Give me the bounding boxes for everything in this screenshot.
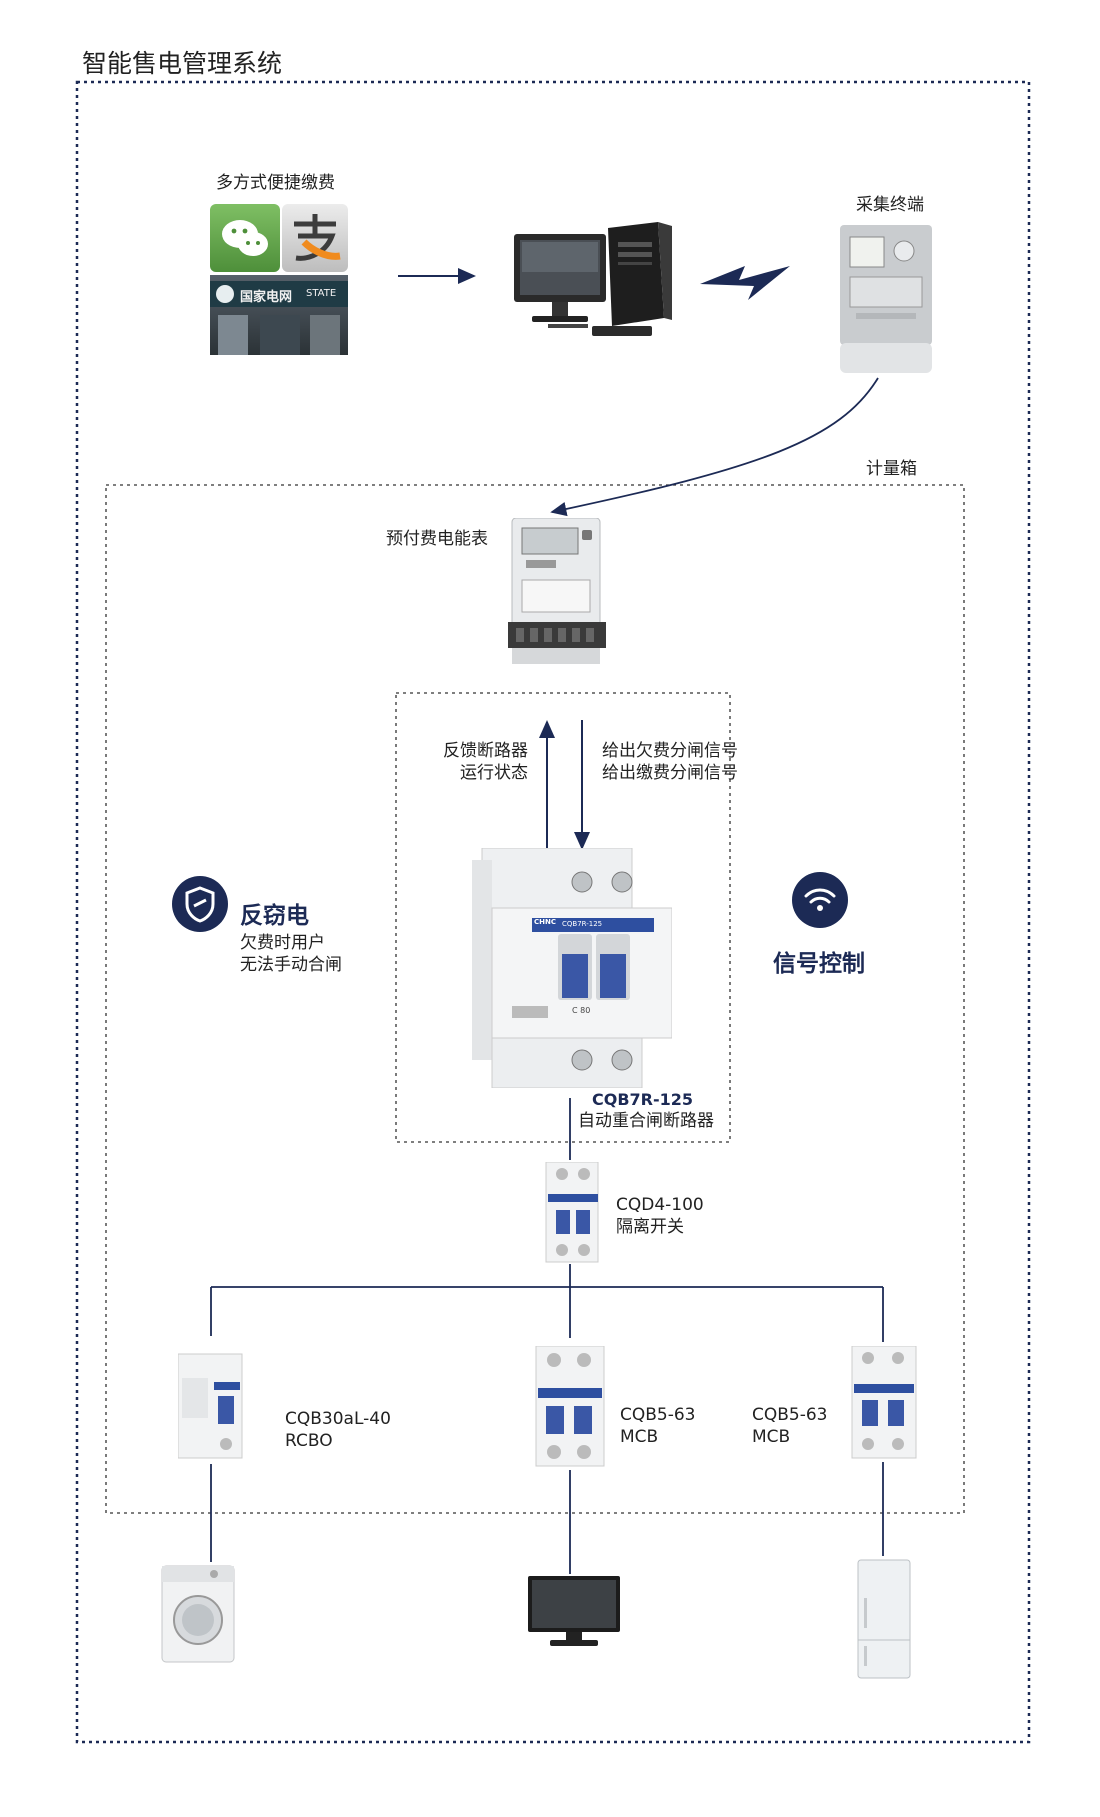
computer-image xyxy=(512,222,672,342)
branch1-type: RCBO xyxy=(285,1431,333,1451)
breaker-rating: C 80 xyxy=(572,1006,591,1015)
breaker-face-model: CQB7R-125 xyxy=(562,920,603,928)
branch1-model: CQB30aL-40 xyxy=(285,1409,391,1429)
isolator-model: CQD4-100 xyxy=(616,1195,704,1215)
branch2-model: CQB5-63 xyxy=(620,1405,696,1425)
collector-terminal-image xyxy=(838,225,936,375)
collector-label: 采集终端 xyxy=(856,195,924,215)
wechat-icon xyxy=(210,204,280,272)
meter-label: 预付费电能表 xyxy=(386,529,488,549)
store-sign: 国家电网 xyxy=(240,290,293,305)
anti-theft-line2: 无法手动合闸 xyxy=(240,955,342,975)
wireless-bolt-icon xyxy=(700,266,790,300)
washing-machine-image xyxy=(160,1564,236,1664)
isolator-name: 隔离开关 xyxy=(616,1217,684,1237)
grid-store-photo: 国家电网 STATE xyxy=(210,275,348,355)
refrigerator-image xyxy=(856,1558,912,1680)
wifi-icon xyxy=(792,872,848,928)
payment-label: 多方式便捷缴费 xyxy=(216,173,335,193)
isolator-image xyxy=(540,1161,602,1264)
alipay-icon xyxy=(282,204,348,272)
signal-out-line1: 给出欠费分闸信号 xyxy=(602,741,738,761)
breaker-brand: CHNC xyxy=(534,918,556,926)
main-breaker-model: CQB7R-125 xyxy=(592,1090,694,1109)
prepaid-meter-image xyxy=(508,517,606,668)
anti-theft-title: 反窃电 xyxy=(240,903,309,929)
mcb-image-2 xyxy=(848,1345,920,1462)
signal-out-line2: 给出缴费分闸信号 xyxy=(602,763,738,783)
store-sign-en: STATE xyxy=(306,288,337,299)
shield-icon xyxy=(172,876,228,932)
signal-control-title: 信号控制 xyxy=(773,951,865,977)
page-title: 智能售电管理系统 xyxy=(82,49,283,78)
anti-theft-line1: 欠费时用户 xyxy=(240,933,325,953)
branch2-type: MCB xyxy=(620,1427,659,1447)
feedback-line1: 反馈断路器 xyxy=(443,741,528,761)
collector-to-meter-arrow xyxy=(550,377,879,517)
meter-box-label: 计量箱 xyxy=(866,459,917,479)
television-image xyxy=(526,1574,622,1650)
main-breaker-image: CHNC CQB7R-125 C 80 xyxy=(472,847,673,1089)
system-frame xyxy=(75,80,1031,1744)
meter-box-frame xyxy=(105,484,965,1514)
rcbo-image xyxy=(177,1348,246,1464)
mcb-image-1 xyxy=(532,1345,608,1470)
main-breaker-name: 自动重合闸断路器 xyxy=(578,1111,714,1131)
feedback-line2: 运行状态 xyxy=(460,763,528,783)
branch3-model: CQB5-63 xyxy=(752,1405,828,1425)
branch3-type: MCB xyxy=(752,1427,791,1447)
